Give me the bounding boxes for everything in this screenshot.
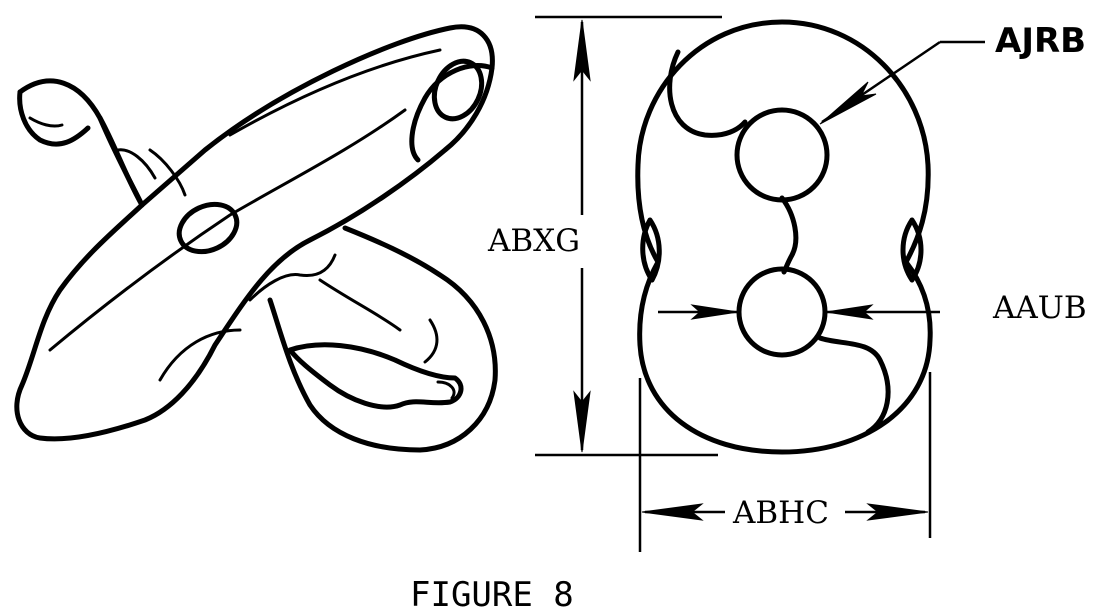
outer-width-dimension-label: ABHC	[732, 495, 829, 531]
right-notch	[900, 217, 924, 283]
top-callout-label: AJRB	[995, 21, 1086, 61]
front-bar-contour-bottom	[158, 328, 242, 382]
rear-bar-upper-detail	[116, 148, 187, 197]
upper-hole	[734, 107, 830, 203]
rear-bar-lower-outline	[267, 225, 498, 453]
rear-bar-end-slot	[436, 380, 456, 400]
front-bar-right-eye	[431, 58, 485, 122]
front-bar-contour-lower	[48, 108, 407, 352]
rear-bar-joint	[248, 253, 337, 302]
middle-contour	[779, 195, 799, 275]
figure-caption: FIGURE 8	[410, 575, 574, 615]
outer-width-arrow-right	[866, 503, 929, 521]
front-bar-left-hook-inner	[28, 116, 64, 128]
inner-width-arrow-right	[825, 304, 874, 320]
outer-width-dimension: ABHC	[638, 372, 932, 552]
object-perspective-view	[14, 24, 498, 453]
object-front-view	[635, 19, 933, 455]
inner-width-dimension-label: AAUB	[992, 290, 1087, 326]
height-arrow-down	[573, 390, 591, 453]
inner-width-arrow-left	[690, 304, 739, 320]
height-dimension-label: ABXG	[487, 223, 580, 259]
outer-outline	[635, 19, 933, 455]
left-notch	[640, 217, 662, 283]
rear-bar-lower-inner	[318, 278, 402, 332]
front-bar-outline	[14, 24, 495, 442]
lower-hole	[736, 266, 828, 358]
central-hole	[176, 201, 240, 255]
rear-bar-upper-part	[97, 115, 145, 208]
upper-inner-contour	[667, 49, 748, 138]
front-bar-left-hook	[17, 89, 91, 147]
height-dimension: ABXG	[487, 15, 722, 457]
inner-width-dimension: AAUB	[658, 290, 1087, 326]
outer-width-arrow-left	[641, 503, 704, 521]
top-callout-arrow	[819, 81, 877, 125]
front-bar-contour-upper	[228, 48, 442, 137]
rear-bar-end-flap	[287, 342, 464, 410]
rear-bar-end-curve	[423, 318, 439, 364]
lower-inner-contour	[817, 335, 891, 435]
height-arrow-up	[573, 19, 591, 82]
top-callout: AJRB	[819, 21, 1086, 125]
